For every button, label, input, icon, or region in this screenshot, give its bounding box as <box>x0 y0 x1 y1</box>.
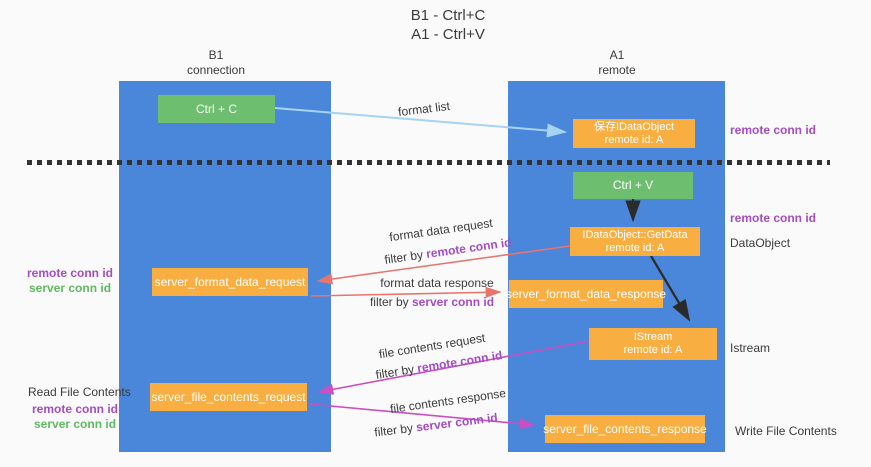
diagram-title-line1: B1 - Ctrl+C <box>410 7 486 24</box>
arrow-format-list <box>274 107 567 138</box>
getdata-line2: remote id: A <box>605 241 665 254</box>
getdata-line1: IDataObject::GetData <box>582 228 688 241</box>
arrow-format-data-request <box>316 245 571 285</box>
server-file-contents-request-box: server_file_contents_request <box>150 383 307 411</box>
server-file-contents-response-box: server_file_contents_response <box>543 415 707 443</box>
filter-by-text: filter by <box>369 295 412 309</box>
server-conn-id-text: server conn id <box>411 295 495 309</box>
right-column-header-line2: remote <box>598 63 636 77</box>
arrow-file-contents-request <box>317 340 590 395</box>
arrow-file-contents-response <box>308 403 536 430</box>
diagram-title-line2: A1 - Ctrl+V <box>411 26 485 43</box>
read-file-contents-label: Read File Contents <box>28 385 131 399</box>
write-file-contents-label: Write File Contents <box>735 424 837 438</box>
right-column-header: A1 remote <box>598 48 635 78</box>
left-server-conn-id-label: server conn id <box>29 281 112 295</box>
right-remote-conn-id-top-label: remote conn id <box>730 123 817 137</box>
dataobject-label: DataObject <box>730 236 791 250</box>
save-idataobject-box: 保存IDataObject remote id: A <box>573 119 695 148</box>
idataobject-getdata-box: IDataObject::GetData remote id: A <box>570 227 700 256</box>
ctrl-v-box: Ctrl + V <box>573 172 693 199</box>
istream-label: Istream <box>730 341 771 355</box>
label-filter-server-1: filter by server conn id <box>370 295 494 309</box>
server-format-data-request-box: server_format_data_request <box>152 268 308 296</box>
istream-line1: IStream <box>633 331 673 343</box>
left-column-header: B1 connection <box>187 48 245 78</box>
istream-line2: remote id: A <box>623 344 683 356</box>
arrow-format-data-response <box>310 286 502 298</box>
read-remote-conn-id-label: remote conn id <box>32 402 119 416</box>
label-format-data-response: format data response <box>380 276 494 290</box>
phase-separator-dashed-line <box>27 160 830 165</box>
arrow-getdata-to-istream <box>650 255 691 322</box>
istream-box: IStream remote id: A <box>589 328 717 360</box>
ctrl-c-box: Ctrl + C <box>158 95 275 123</box>
left-remote-conn-id-label: remote conn id <box>27 266 114 280</box>
left-column-header-line1: B1 <box>208 48 224 62</box>
save-idataobject-line2: remote id: A <box>604 133 664 146</box>
right-column-header-line1: A1 <box>609 48 625 62</box>
save-idataobject-line1: 保存IDataObject <box>593 120 675 133</box>
right-remote-conn-id-mid-label: remote conn id <box>730 211 817 225</box>
read-server-conn-id-label: server conn id <box>34 417 117 431</box>
server-format-data-response-box: server_format_data_response <box>506 280 666 308</box>
left-column-header-line2: connection <box>186 63 246 77</box>
